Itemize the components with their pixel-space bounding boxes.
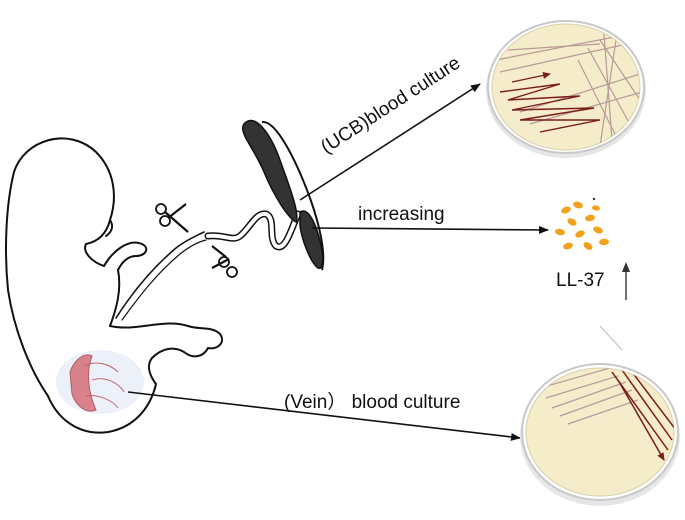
fetus-cord [115,231,205,319]
pointer-line [599,325,623,351]
arrow-to-ucb-culture [299,83,481,201]
fetus-leg [109,322,224,385]
cord-section-icon [241,119,325,271]
fetus-cord-inner [121,239,207,321]
arrow-increasing [311,225,549,234]
fetus-outline-icon [5,137,224,434]
fetus-face [105,219,114,237]
scissors-icon [211,245,238,278]
vein-culture-label: (Vein） blood culture [284,391,460,413]
fetus-head [13,137,115,267]
increasing-label: increasing [358,204,445,225]
fetus-back [5,171,49,397]
placenta-icon [56,350,144,414]
petri-dish-icon [520,363,680,506]
petri-dish-icon [486,20,646,158]
scissors-icon [155,203,189,233]
fetus-hand [103,241,148,271]
fetus-buttock [47,383,157,434]
fetus-chest [109,269,121,327]
ll37-label: LL-37 [556,270,605,291]
umbilical-cord-icon [204,210,302,251]
arrow-to-vein-culture [127,391,521,441]
up-arrow-icon [622,262,630,300]
peptide-dots-icon [555,197,609,250]
